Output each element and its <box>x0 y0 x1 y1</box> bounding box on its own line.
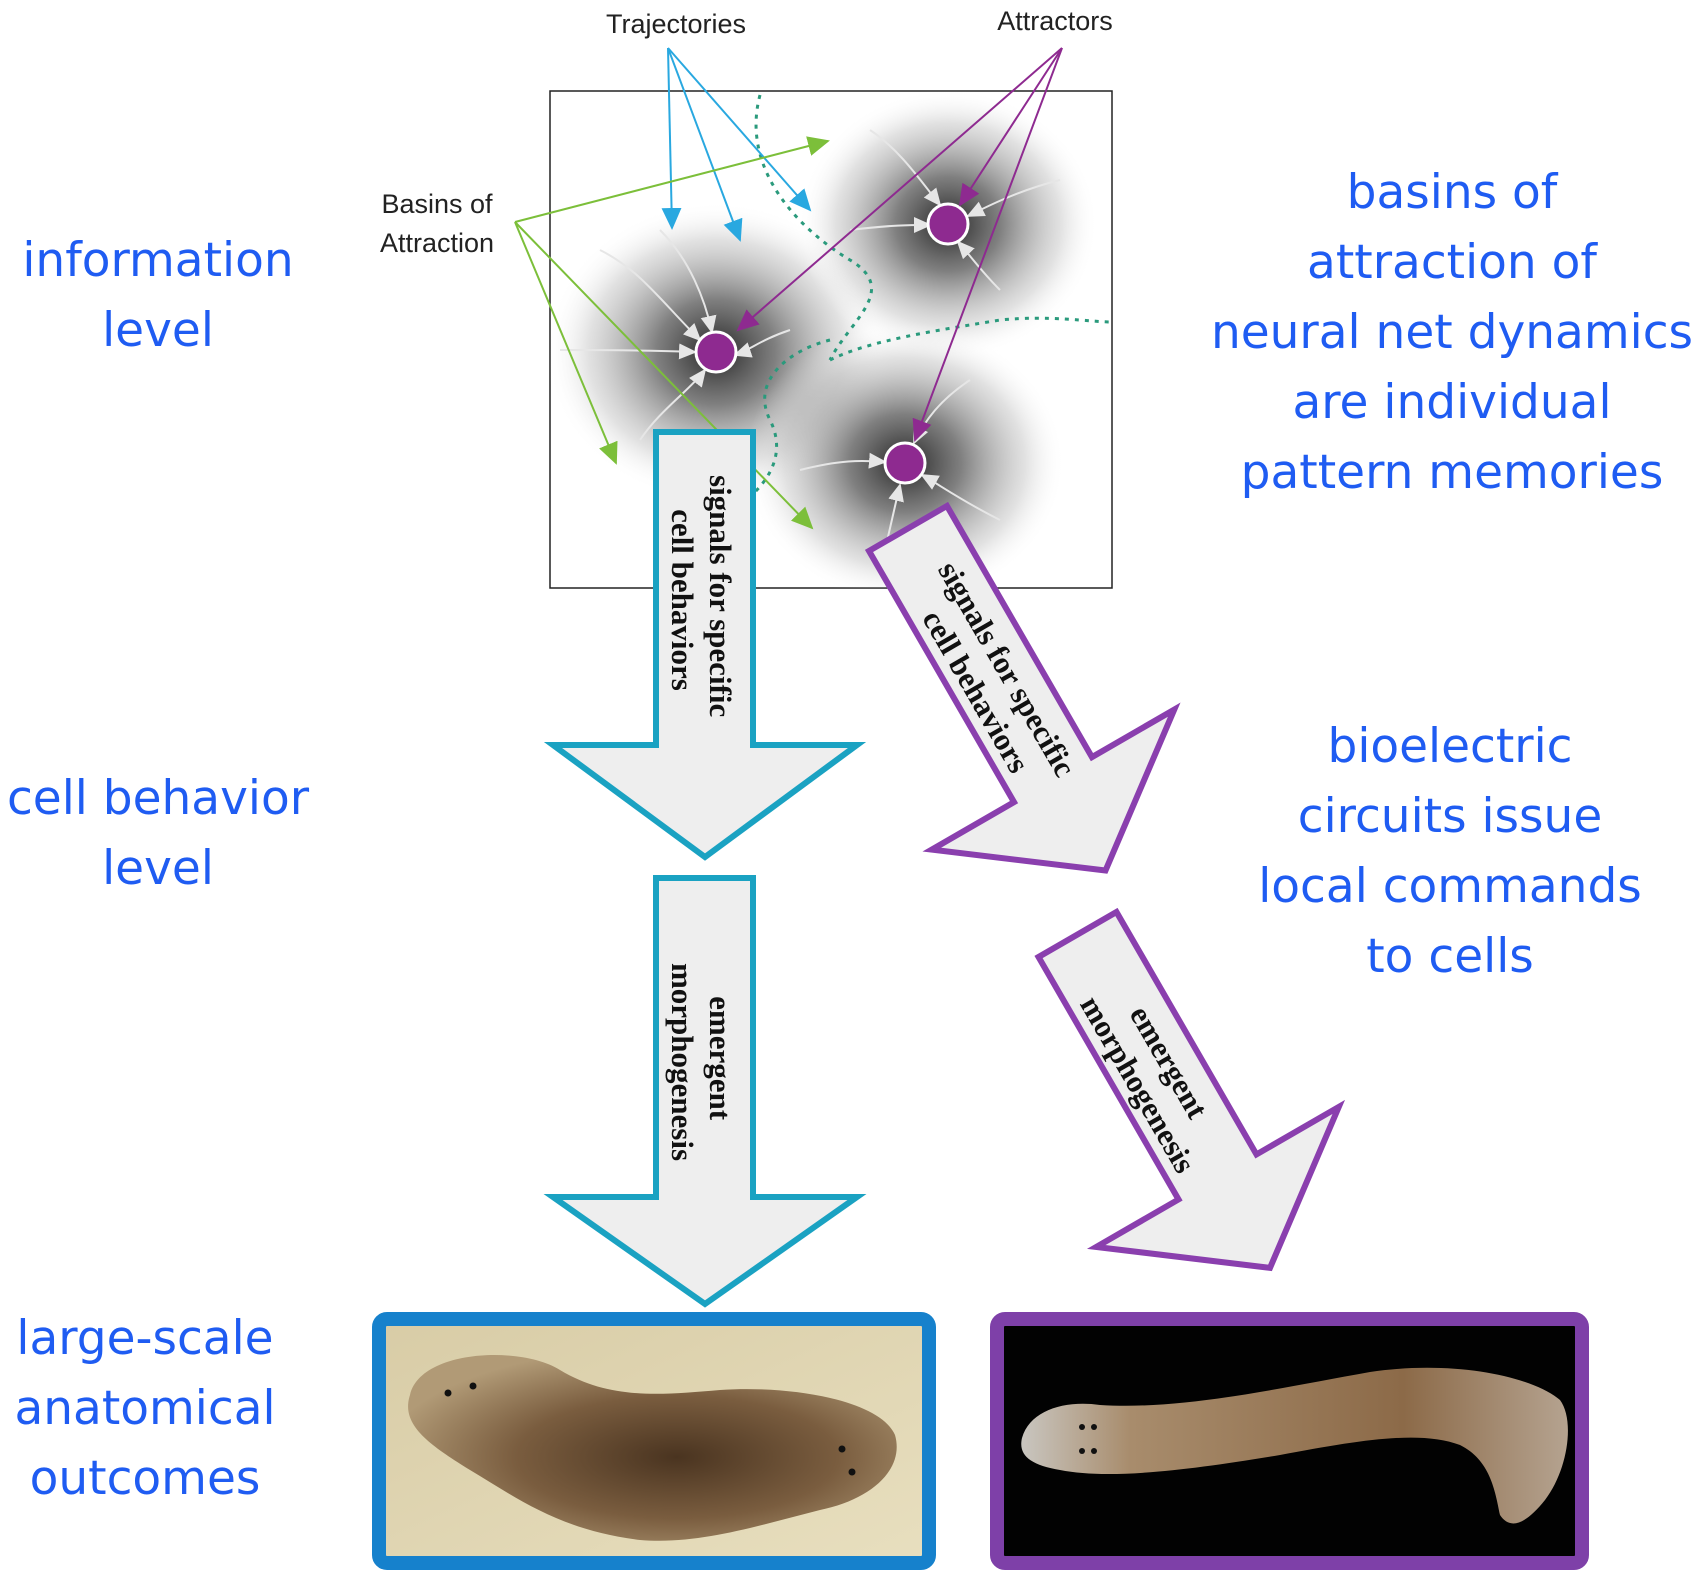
desc-line: bioelectric <box>1327 719 1573 774</box>
morph-text-line1: emergent <box>703 996 738 1121</box>
morphogenesis-arrow-right: emergent morphogenesis <box>1034 907 1346 1272</box>
attractor-dot <box>926 202 970 246</box>
bioelectric-description: bioelectric circuits issue local command… <box>1220 712 1680 992</box>
basin-pointers <box>514 136 830 530</box>
basins-label-line1: Basins of <box>381 189 493 219</box>
outcome-image-left <box>372 1312 936 1570</box>
desc-line: are individual <box>1292 375 1612 430</box>
signals-text-line2: cell behaviors <box>665 509 700 691</box>
svg-text:emergent morphogenesis: emergent morphogenesis <box>665 963 738 1161</box>
desc-line: attraction of <box>1307 235 1597 290</box>
level-line: anatomical <box>14 1381 276 1436</box>
basins-label-line2: Attraction <box>380 228 494 258</box>
attractor-landscape <box>549 90 1113 589</box>
planarian-worm-normal <box>1021 1367 1568 1524</box>
svg-text:signals for specific cel: signals for specific cell behaviors <box>665 475 738 725</box>
level-line: cell behavior <box>6 771 310 826</box>
desc-line: local commands <box>1258 859 1642 914</box>
basins-description: basins of attraction of neural net dynam… <box>1200 158 1704 508</box>
signals-text-line1: signals for specific <box>703 475 738 717</box>
morphogenesis-arrow-left: emergent morphogenesis <box>543 875 867 1308</box>
trajectory-pointers <box>661 47 812 242</box>
outcome-image-right <box>990 1312 1589 1570</box>
desc-line: to cells <box>1366 929 1534 984</box>
trajectories-label: Trajectories <box>606 9 746 39</box>
level-line: level <box>102 303 214 358</box>
desc-line: basins of <box>1346 165 1558 220</box>
planarian-worm-wide <box>408 1355 897 1541</box>
attractor-dot <box>694 330 738 374</box>
level-line: level <box>102 841 214 896</box>
cell-behavior-level-label: cell behavior level <box>0 764 316 904</box>
level-line: large-scale <box>16 1311 274 1366</box>
attractor-pointers <box>736 47 1063 442</box>
signals-arrow-left: signals for specific cell behaviors <box>543 429 867 861</box>
desc-line: circuits issue <box>1297 789 1603 844</box>
attractors-label: Attractors <box>997 6 1113 36</box>
information-level-label: information level <box>0 226 316 366</box>
level-line: information <box>22 233 294 288</box>
morph-text-line2: morphogenesis <box>665 963 700 1161</box>
desc-line: neural net dynamics <box>1210 305 1694 360</box>
anatomical-level-label: large-scale anatomical outcomes <box>0 1304 290 1514</box>
desc-line: pattern memories <box>1240 445 1664 500</box>
level-line: outcomes <box>29 1451 261 1506</box>
attractor-dot <box>883 441 927 485</box>
